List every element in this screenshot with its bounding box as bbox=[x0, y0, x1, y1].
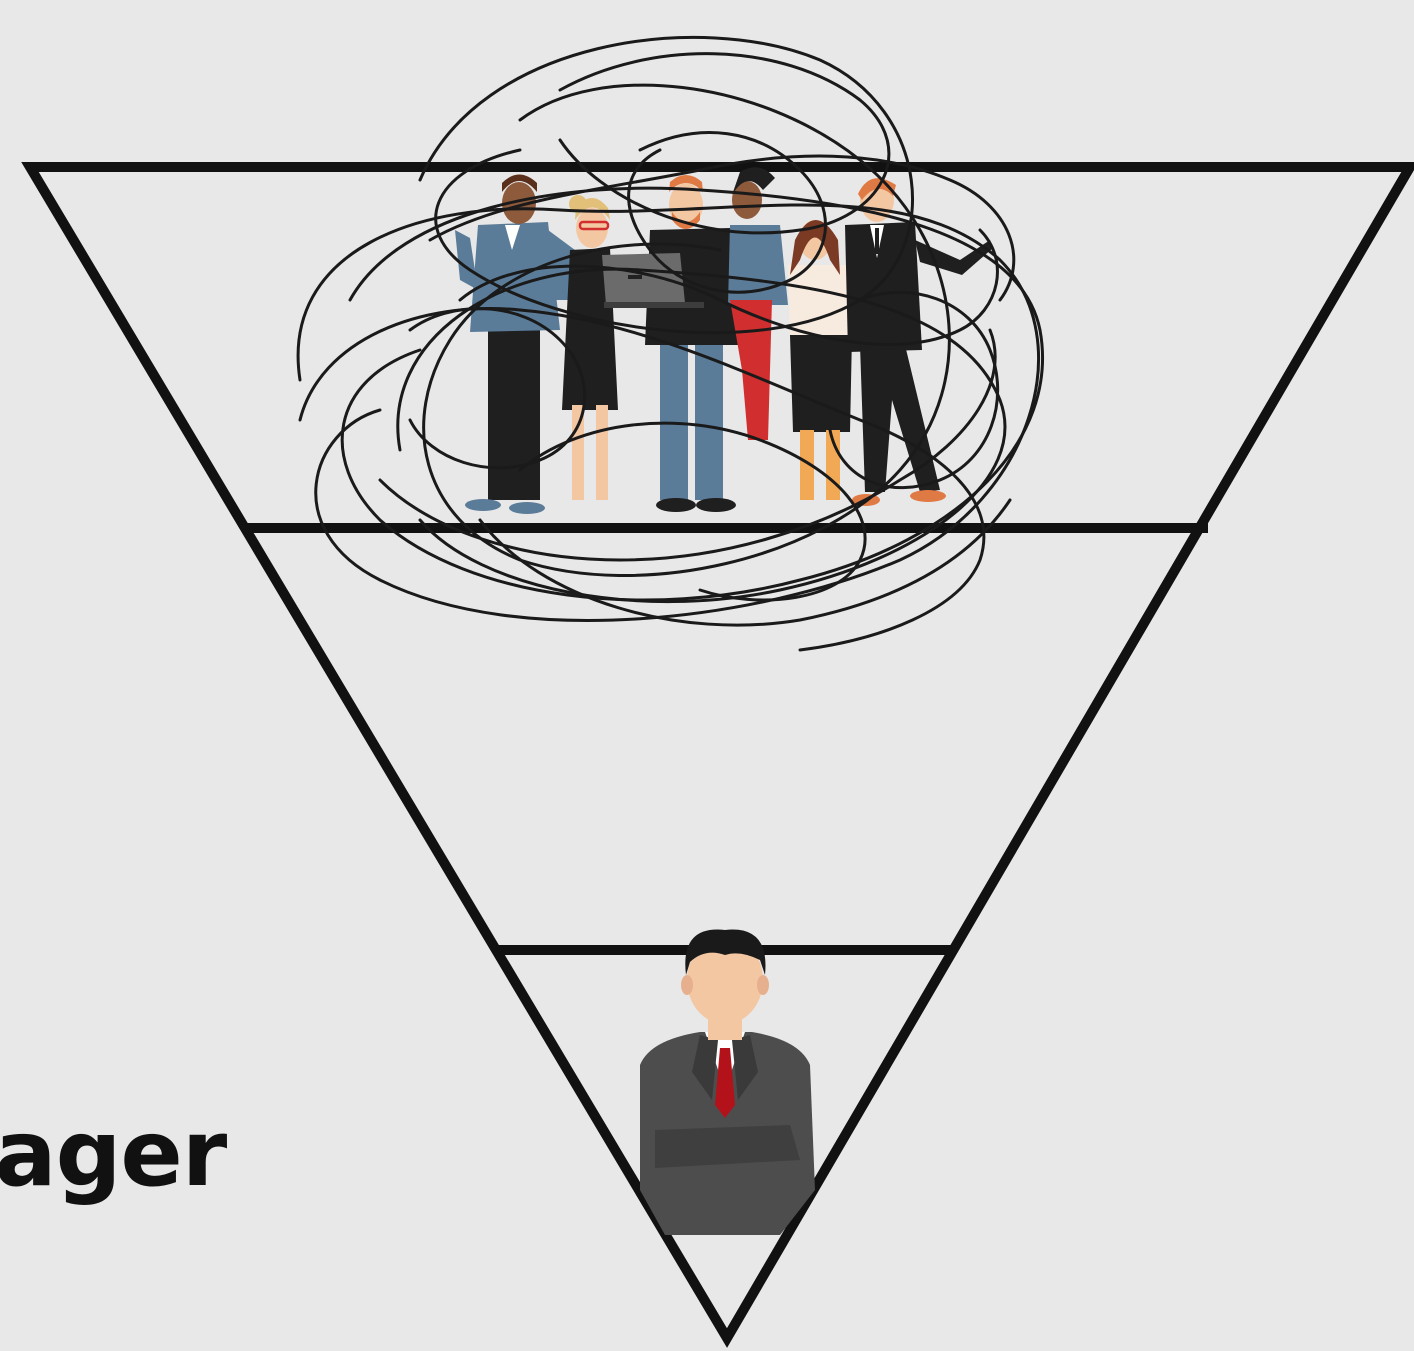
person-1-icon bbox=[455, 174, 575, 514]
manager-person-icon bbox=[640, 929, 815, 1235]
manager-label: nager bbox=[0, 1100, 227, 1207]
person-2-icon bbox=[562, 195, 618, 500]
person-3-icon bbox=[645, 175, 738, 512]
tangled-scribble-lines bbox=[296, 35, 1045, 652]
person-6-icon bbox=[845, 178, 993, 506]
person-4-icon bbox=[728, 167, 788, 440]
team-illustration bbox=[455, 167, 993, 514]
